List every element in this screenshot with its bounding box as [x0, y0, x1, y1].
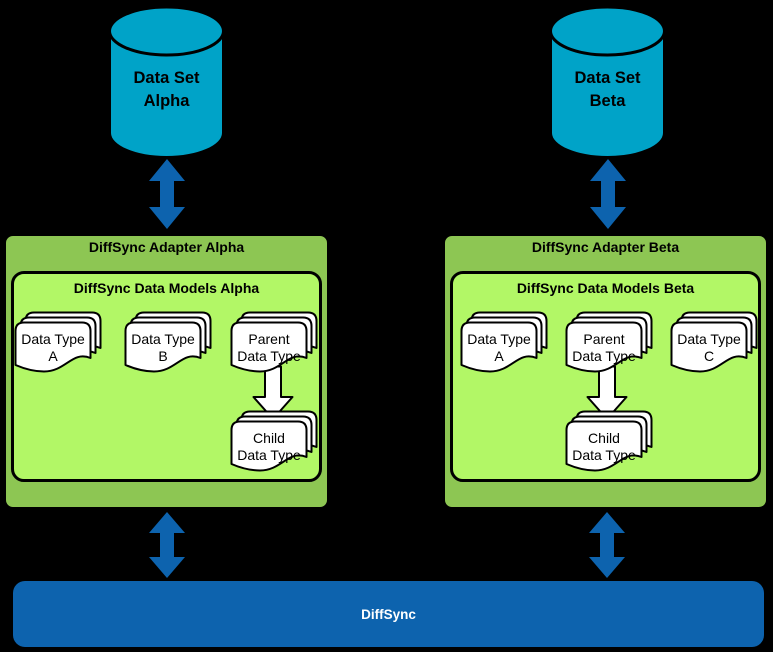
adapter-beta-box: DiffSync Adapter Beta DiffSync Data Mode…	[442, 233, 769, 510]
parent-data-type-stack: Parent Data Type	[565, 311, 653, 373]
adapter-alpha-box: DiffSync Adapter Alpha DiffSync Data Mod…	[3, 233, 330, 510]
data-type-label-line1: Data Type	[21, 331, 85, 347]
models-alpha-box: DiffSync Data Models Alpha Data Type A	[11, 271, 322, 482]
adapter-beta-title: DiffSync Adapter Beta	[531, 239, 680, 255]
models-beta-title: DiffSync Data Models Beta	[516, 280, 695, 296]
child-data-type-stack: Child Data Type	[565, 410, 653, 472]
double-arrow-icon	[149, 512, 185, 578]
dataset-beta-label-line2: Beta	[589, 92, 626, 110]
parent-data-type-stack: Parent Data Type	[230, 311, 318, 373]
data-type-label-line1: Parent	[248, 331, 289, 347]
dataset-beta-label: Data Set Beta	[548, 67, 667, 113]
document-stack-icon	[565, 410, 653, 472]
document-stack-icon	[124, 311, 212, 373]
parent-child-arrow-icon	[252, 365, 294, 420]
dataset-beta-label-line1: Data Set	[574, 69, 641, 87]
child-data-type-stack: Child Data Type	[230, 410, 318, 472]
double-arrow-icon	[589, 512, 625, 578]
data-type-label-line2: B	[158, 348, 167, 364]
data-type-label-line2: Data Type	[237, 348, 301, 364]
document-stack-icon	[230, 410, 318, 472]
document-stack-icon	[230, 311, 318, 373]
models-alpha-title: DiffSync Data Models Alpha	[73, 280, 260, 296]
dataset-alpha-label: Data Set Alpha	[107, 67, 226, 113]
data-type-label-line2: A	[48, 348, 58, 364]
adapter-alpha-title: DiffSync Adapter Alpha	[88, 239, 245, 255]
models-beta-box: DiffSync Data Models Beta Data Type A	[450, 271, 761, 482]
data-type-label-line1: Data Type	[677, 331, 741, 347]
data-type-label-line2: A	[494, 348, 504, 364]
data-type-stack: Data Type C	[670, 311, 758, 373]
data-type-label-line1: Parent	[583, 331, 624, 347]
data-type-label-line2: C	[704, 348, 714, 364]
parent-child-arrow-icon	[586, 365, 628, 420]
dataset-alpha-label-line2: Alpha	[143, 92, 190, 110]
data-type-stack: Data Type A	[460, 311, 548, 373]
data-type-label-line1: Child	[253, 430, 285, 446]
data-type-stack: Data Type B	[124, 311, 212, 373]
document-stack-icon	[14, 311, 102, 373]
data-type-label-line1: Child	[588, 430, 620, 446]
document-stack-icon	[565, 311, 653, 373]
database-cylinder-icon	[108, 5, 225, 160]
document-stack-icon	[460, 311, 548, 373]
diffsync-bus-label: DiffSync	[361, 606, 416, 622]
data-type-label-line1: Data Type	[131, 331, 195, 347]
data-type-label-line2: Data Type	[572, 447, 636, 463]
data-type-label-line2: Data Type	[572, 348, 636, 364]
data-type-label-line2: Data Type	[237, 447, 301, 463]
double-arrow-icon	[149, 159, 185, 229]
diffsync-bus-bar: DiffSync	[13, 581, 764, 647]
document-stack-icon	[670, 311, 758, 373]
double-arrow-icon	[590, 159, 626, 229]
dataset-alpha-label-line1: Data Set	[133, 69, 200, 87]
database-cylinder-icon	[549, 5, 666, 160]
data-type-label-line1: Data Type	[467, 331, 531, 347]
data-type-stack: Data Type A	[14, 311, 102, 373]
